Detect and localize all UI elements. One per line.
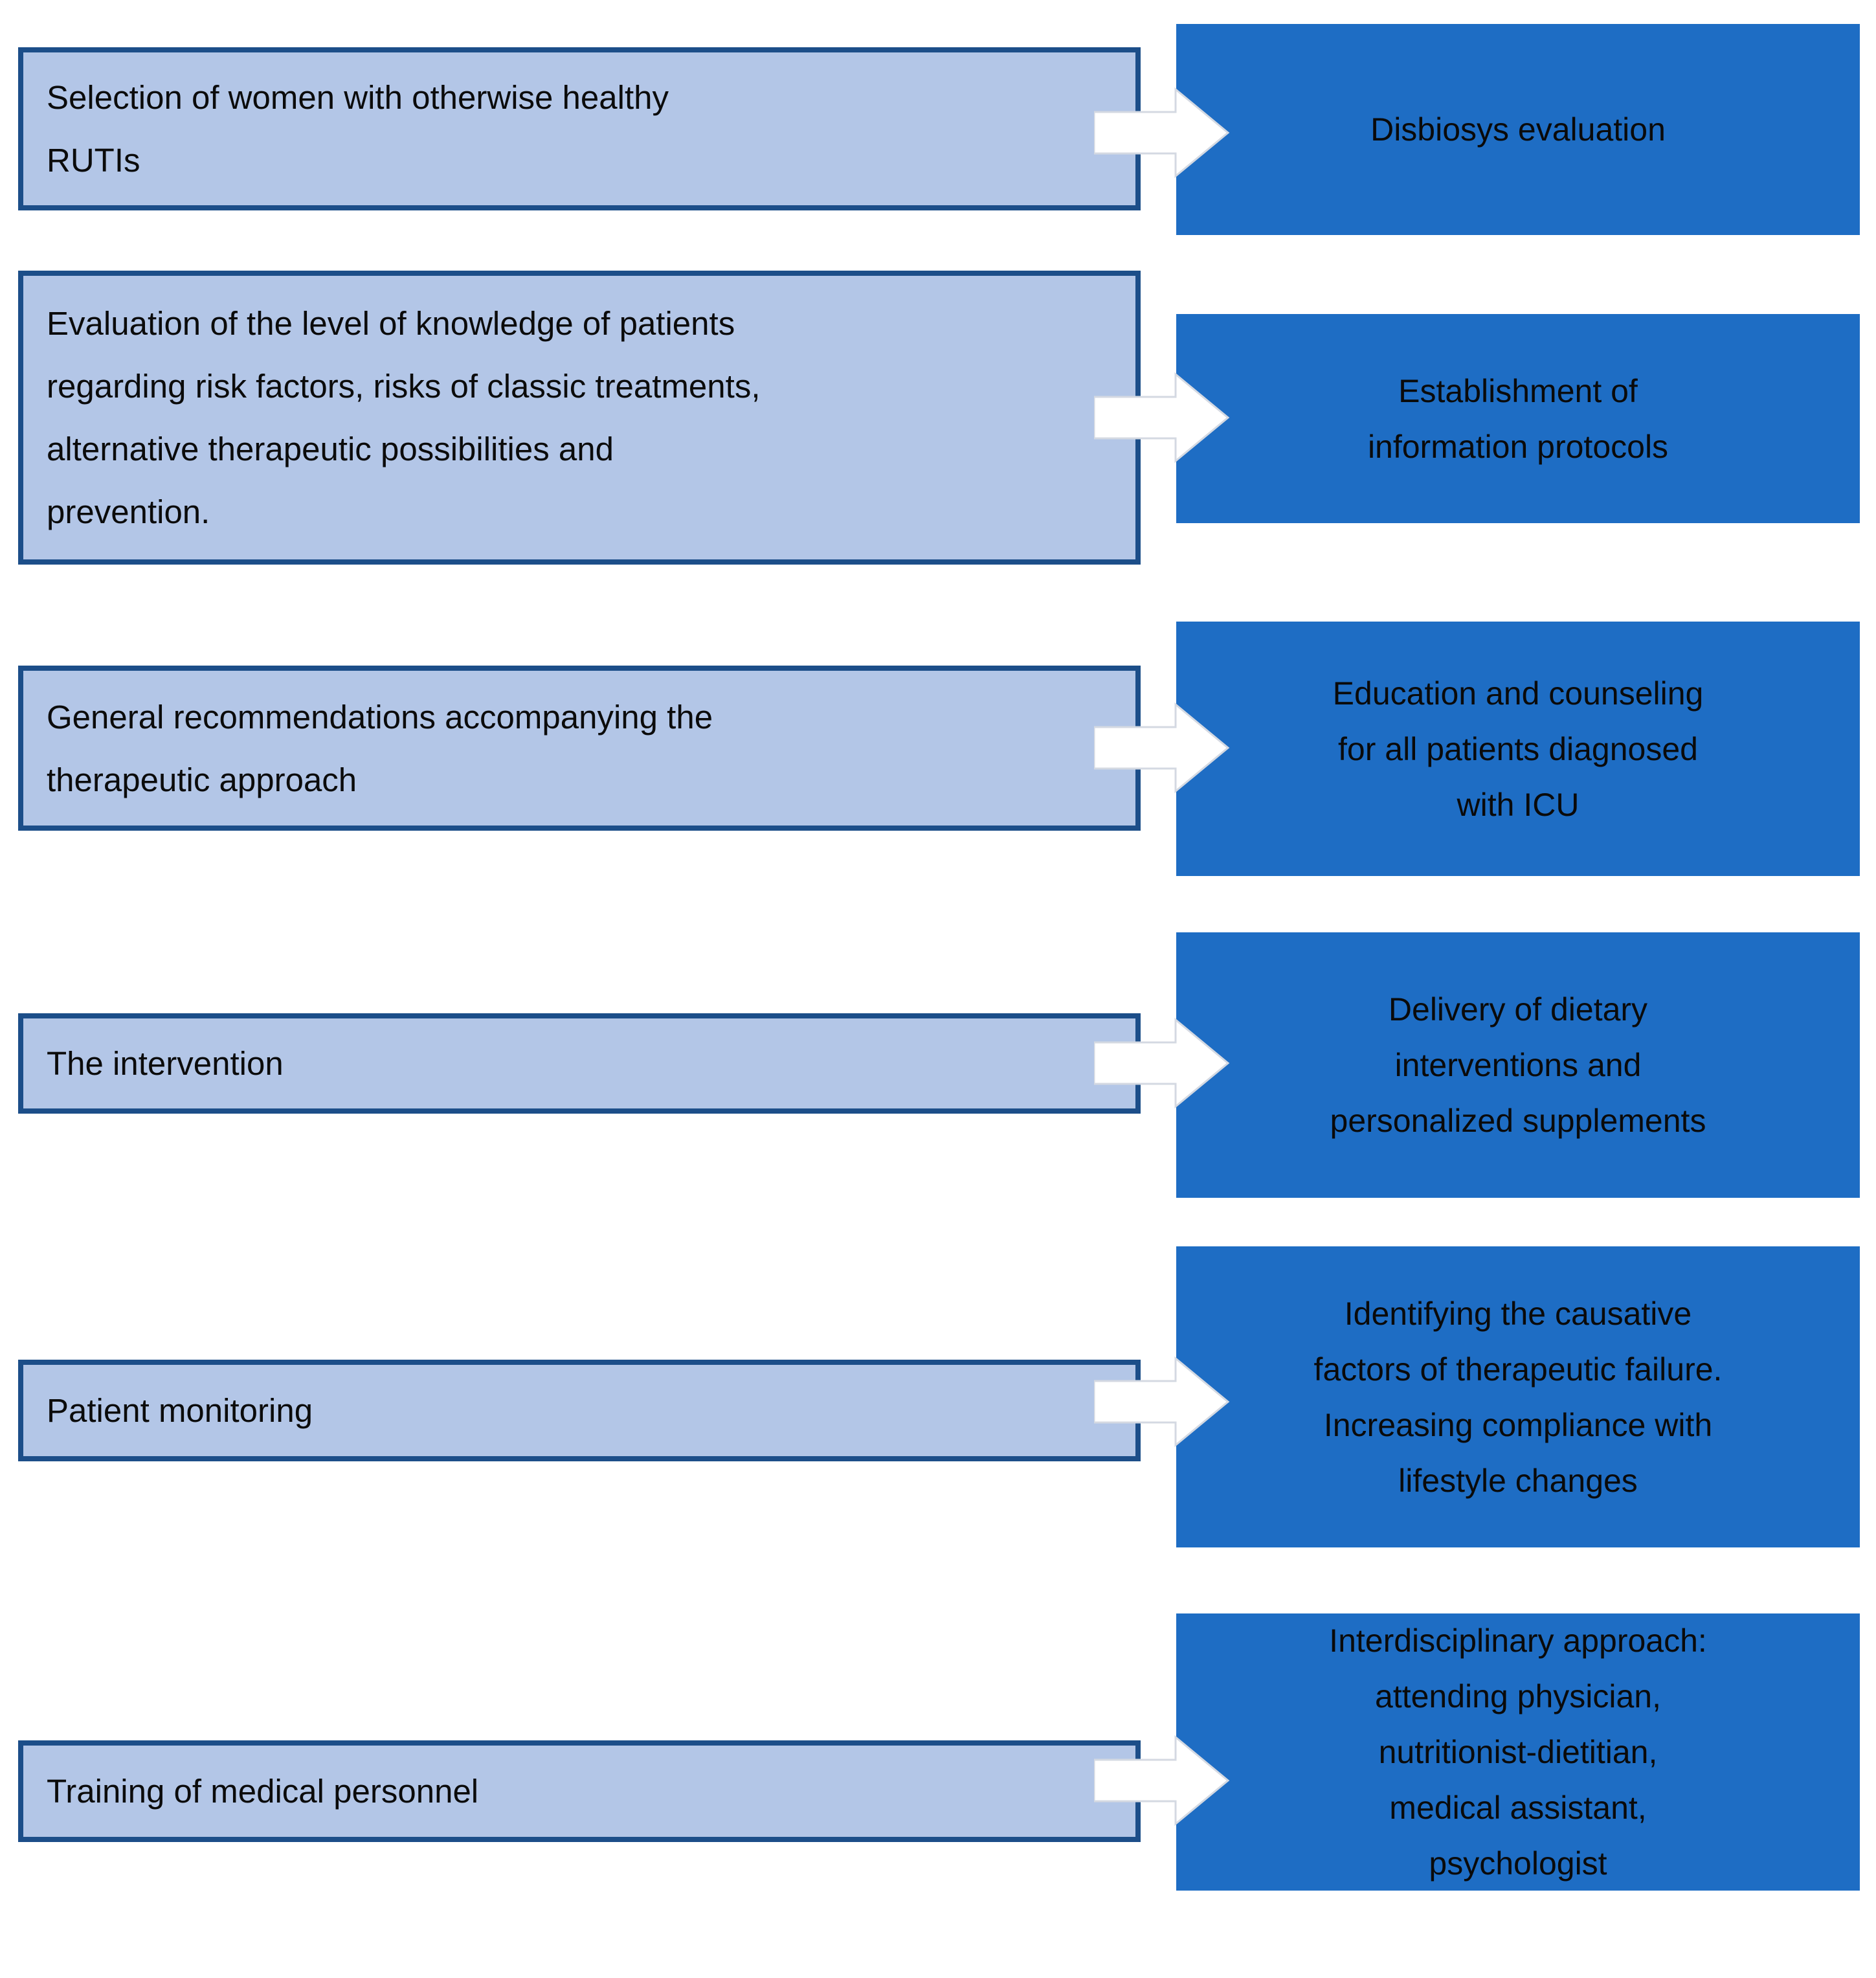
- right-step-label: Identifying the causative factors of the…: [1313, 1295, 1723, 1499]
- left-step-label: General recommendations accompanying the…: [47, 698, 713, 798]
- right-step-box-education-counseling: Education and counseling for all patient…: [1176, 622, 1860, 876]
- left-step-label: Patient monitoring: [47, 1392, 313, 1429]
- flow-arrow-icon: [1094, 1735, 1230, 1826]
- left-step-label: Selection of women with otherwise health…: [47, 79, 669, 179]
- flow-arrow-icon: [1094, 702, 1230, 793]
- right-step-box-causative-factors: Identifying the causative factors of the…: [1176, 1246, 1860, 1547]
- flow-arrow-icon: [1094, 1356, 1230, 1447]
- right-step-label: Education and counseling for all patient…: [1332, 675, 1704, 823]
- left-step-box-knowledge-evaluation: Evaluation of the level of knowledge of …: [18, 271, 1141, 565]
- left-step-box-general-recommendations: General recommendations accompanying the…: [18, 666, 1141, 831]
- flow-arrow-icon: [1094, 372, 1230, 463]
- left-step-label: Training of medical personnel: [47, 1773, 479, 1810]
- right-step-label: Establishment of information protocols: [1367, 372, 1669, 465]
- left-step-label: Evaluation of the level of knowledge of …: [47, 305, 761, 530]
- left-step-box-personnel-training: Training of medical personnel: [18, 1740, 1141, 1842]
- flow-arrow-icon: [1094, 87, 1230, 178]
- left-step-box-selection: Selection of women with otherwise health…: [18, 47, 1141, 210]
- right-step-label: Delivery of dietary interventions and pe…: [1330, 991, 1706, 1139]
- left-step-box-patient-monitoring: Patient monitoring: [18, 1360, 1141, 1461]
- right-step-box-disbiosys: Disbiosys evaluation: [1176, 24, 1860, 235]
- right-step-box-dietary-delivery: Delivery of dietary interventions and pe…: [1176, 932, 1860, 1198]
- left-step-box-intervention: The intervention: [18, 1013, 1141, 1114]
- right-step-label: Interdisciplinary approach: attending ph…: [1329, 1623, 1707, 1882]
- flow-arrow-icon: [1094, 1018, 1230, 1108]
- right-step-box-information-protocols: Establishment of information protocols: [1176, 314, 1860, 523]
- right-step-label: Disbiosys evaluation: [1370, 111, 1666, 148]
- right-step-box-interdisciplinary-approach: Interdisciplinary approach: attending ph…: [1176, 1613, 1860, 1891]
- left-step-label: The intervention: [47, 1045, 284, 1082]
